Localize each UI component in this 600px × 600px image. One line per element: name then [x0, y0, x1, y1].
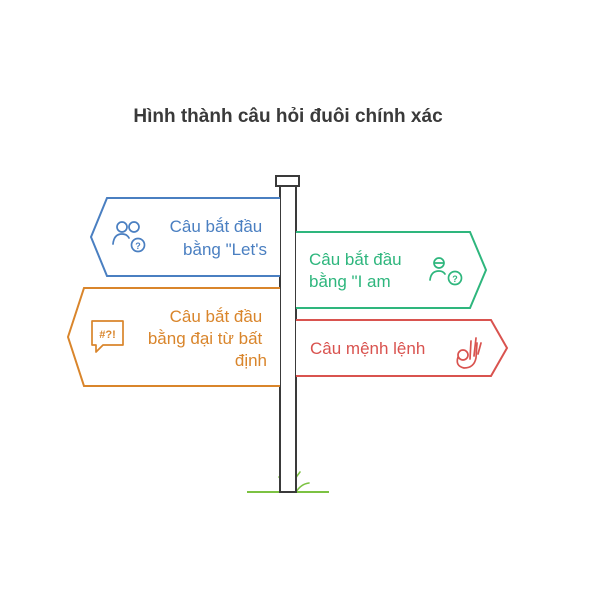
sign-board	[296, 231, 488, 309]
sign-label: Câu bắt đầu bằng "Let's	[170, 217, 267, 259]
svg-text:#?!: #?!	[99, 329, 116, 341]
sign-board	[296, 319, 509, 377]
svg-text:?: ?	[135, 241, 141, 251]
sign-i-am: Câu bắt đầu bằng "I am ?	[296, 231, 488, 309]
sign-board	[89, 197, 280, 277]
sign-label-line: Câu bắt đầu	[170, 217, 263, 236]
speech-bubble-symbols-icon: #?!	[91, 320, 124, 353]
sign-label-line: Câu bắt đầu	[170, 307, 263, 326]
sign-label-line: bằng "Let's	[183, 240, 267, 259]
sign-board	[66, 287, 280, 387]
sign-indefinite-pronoun: #?! Câu bắt đầu bằng đại từ bất định	[66, 287, 280, 387]
person-question-icon: ?	[429, 257, 463, 286]
sign-label-line: Câu mệnh lệnh	[310, 339, 425, 358]
sign-lets: ? Câu bắt đầu bằng "Let's	[89, 197, 280, 277]
sign-label-line: bằng đại từ bất	[148, 329, 263, 348]
signpost-pole	[279, 183, 297, 493]
sign-label-line: định	[235, 351, 267, 370]
people-question-icon: ?	[112, 221, 146, 253]
sign-label-line: bằng "I am	[309, 272, 391, 291]
sign-label: Câu mệnh lệnh	[310, 339, 425, 358]
sign-label-line: Câu bắt đầu	[309, 250, 402, 269]
sign-label: Câu bắt đầu bằng đại từ bất định	[148, 307, 267, 370]
signpost-cap	[275, 175, 300, 187]
diagram-title: Hình thành câu hỏi đuôi chính xác	[133, 106, 443, 127]
svg-text:?: ?	[452, 274, 458, 284]
sign-imperative: Câu mệnh lệnh	[296, 319, 509, 377]
ok-hand-icon	[456, 337, 482, 369]
sign-label: Câu bắt đầu bằng "I am	[309, 250, 406, 291]
